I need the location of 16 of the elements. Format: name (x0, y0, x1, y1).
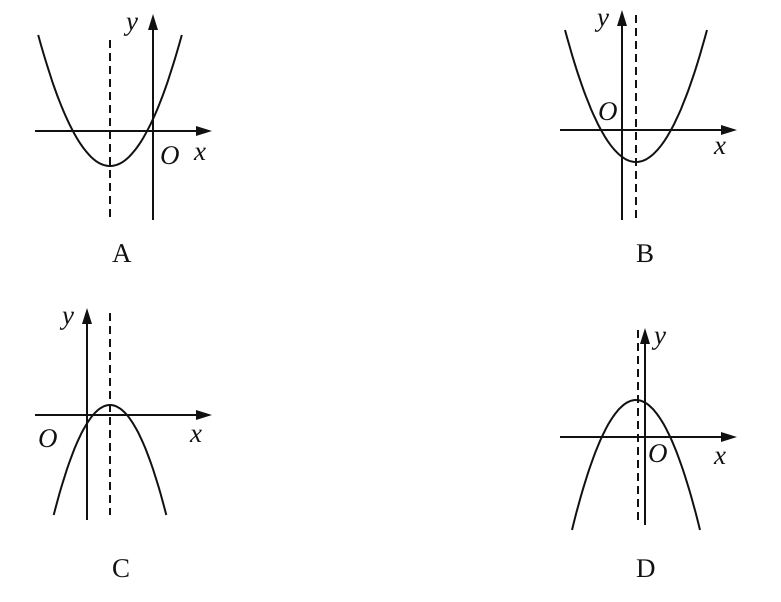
axis-label: y (597, 4, 609, 31)
axis-label: x (714, 442, 726, 469)
option-label: C (112, 555, 130, 582)
axis-label: x (190, 420, 202, 447)
axis-label: x (714, 132, 726, 159)
option-label: A (112, 240, 132, 267)
axis-label: O (160, 142, 180, 169)
axis-label: O (648, 440, 668, 467)
axis-label: y (654, 322, 666, 349)
axis-label: y (126, 8, 138, 35)
axis-label: y (62, 302, 74, 329)
axis-label: O (38, 425, 58, 452)
axis-label: x (194, 138, 206, 165)
option-label: D (636, 555, 656, 582)
axis-label: O (598, 98, 618, 125)
option-label: B (636, 240, 654, 267)
